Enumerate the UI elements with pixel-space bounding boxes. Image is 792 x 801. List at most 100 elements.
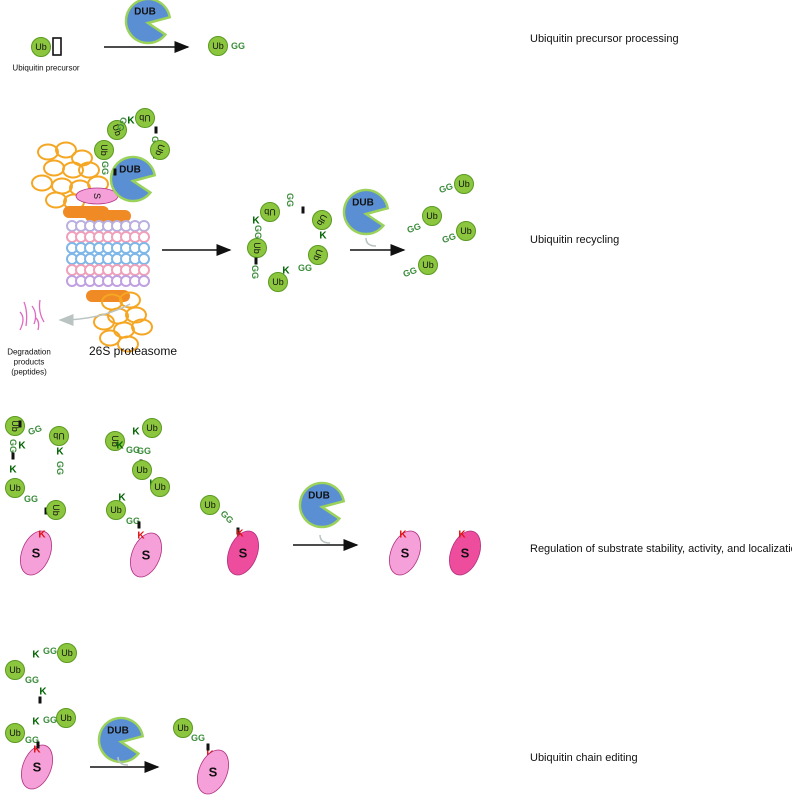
proteasome-cap-subunit: [37, 143, 59, 161]
substrate: S: [20, 530, 52, 576]
degradation-caption-line: Degradation: [7, 348, 51, 357]
substrate-body: [130, 532, 162, 578]
gg-tail-label: GG: [100, 161, 110, 175]
gg-tail-label: GG: [285, 193, 295, 207]
substrate: S: [449, 530, 481, 576]
ubiquitin-body: [456, 221, 476, 241]
ubiquitin: Ub: [418, 255, 438, 275]
lysine-label: K: [18, 441, 26, 452]
gg-tail-label: GG: [24, 494, 38, 504]
gg-tail-label: GG: [115, 116, 129, 133]
lysine-label: K: [118, 493, 126, 504]
ubiquitin-body: [418, 255, 438, 275]
ubiquitin-body: [208, 36, 228, 56]
proteasome-core-subunit: [138, 220, 150, 232]
proteasome-core-subunit: [138, 242, 150, 254]
ubiquitin-body: [5, 478, 25, 498]
ubiquitin-body: [56, 708, 76, 728]
ubiquitin-body: [46, 500, 66, 520]
proteasome-cap-subunit: [31, 174, 53, 192]
peptide-fragment: [35, 317, 40, 331]
gg-tail-label: GG: [8, 439, 18, 453]
proteasome-cap-subunit: [51, 177, 73, 195]
ubiquitin: Ub: [5, 660, 25, 680]
lysine-label: K: [319, 231, 327, 242]
lysine-label: K: [458, 530, 466, 541]
proteasome-cap-subunit: [45, 191, 67, 209]
ubiquitin: Ub: [49, 426, 69, 446]
ubiquitin-body: [57, 643, 77, 663]
substrate-label: S: [461, 546, 470, 561]
ubiquitin-label: Ub: [9, 665, 21, 675]
proteasome-substrate-label: S: [92, 193, 102, 199]
isopeptide-bond: [113, 168, 117, 176]
dub-enzyme: DUB: [124, 0, 172, 45]
lysine-label: K: [252, 216, 260, 227]
isopeptide-bond: [36, 741, 40, 749]
ubiquitin-label: Ub: [212, 41, 224, 51]
ubiquitin-body: [308, 245, 328, 265]
ubiquitin-label: Ub: [9, 728, 21, 738]
ubiquitin-label: Ub: [311, 248, 324, 262]
ubiquitin: Ub: [200, 495, 220, 515]
gg-tail-label: GG: [191, 733, 205, 743]
ubiquitin-label: Ub: [422, 260, 434, 270]
ubiquitin-body: [5, 723, 25, 743]
gg-tail-label: GG: [25, 735, 39, 745]
gg-tail-label: GG: [253, 225, 263, 239]
ubiquitin-label: Ub: [458, 179, 470, 189]
ubiquitin: Ub: [312, 210, 332, 230]
gg-tail-label: GG: [250, 265, 260, 279]
isopeptide-bond: [44, 507, 48, 515]
dub-enzyme: DUB: [342, 188, 390, 236]
ubiquitin-body: [31, 37, 51, 57]
proteasome-cap-subunit: [117, 335, 139, 353]
ubiquitin: Ub: [247, 238, 267, 258]
ubiquitin: Ub: [56, 708, 76, 728]
substrate-body: [20, 530, 52, 576]
ubiquitin: Ub: [456, 221, 476, 241]
ubiquitin-label: Ub: [60, 713, 72, 723]
ubiquitin-body: [105, 431, 125, 451]
dub-body: [124, 0, 172, 45]
peptide-fragment: [23, 301, 28, 327]
ubiquitin-label: Ub: [153, 143, 166, 157]
substrate-body: [449, 530, 481, 576]
row-label-substrate-regulation: Regulation of substrate stability, activ…: [530, 543, 792, 555]
substrate-label: S: [401, 546, 410, 561]
precursor-extension: [52, 37, 62, 56]
proteasome-core-subunit: [138, 253, 150, 265]
ubiquitin: Ub: [31, 37, 51, 57]
proteasome: S: [31, 141, 153, 353]
proteasome-core-subunit: [138, 275, 150, 287]
dub-body: [109, 155, 157, 203]
ubiquitin-label: Ub: [146, 423, 158, 433]
ubiquitin-label: Ub: [61, 648, 73, 658]
ubiquitin: Ub: [150, 140, 170, 160]
proteasome-core-subunit: [138, 231, 150, 243]
gg-tail-label: GG: [55, 461, 65, 475]
substrate: S: [21, 744, 53, 790]
substrate-body: [227, 530, 259, 576]
substrate-label: S: [33, 760, 42, 775]
peptide-fragment: [31, 305, 37, 325]
lysine-label: K: [56, 447, 64, 458]
proteasome-caption: 26S proteasome: [89, 344, 177, 358]
proteasome-cap-subunit: [131, 318, 153, 336]
substrate-body: [197, 749, 229, 795]
ubiquitin-label: Ub: [139, 113, 151, 123]
ubiquitin: Ub: [422, 206, 442, 226]
ubiquitin: Ub: [208, 36, 228, 56]
dub-body: [97, 716, 145, 764]
ubiquitin: Ub: [454, 174, 474, 194]
substrate-label: S: [142, 548, 151, 563]
ubiquitin: Ub: [173, 718, 193, 738]
gg-tail-label: GG: [43, 715, 57, 725]
lysine-label: K: [132, 427, 140, 438]
dub-action-stroke: [117, 756, 129, 766]
proteasome-cap-subunit: [78, 161, 100, 179]
gg-tail-label: GG: [441, 231, 458, 245]
gg-tail-label: GG: [27, 423, 44, 437]
lysine-label: K: [32, 650, 40, 661]
